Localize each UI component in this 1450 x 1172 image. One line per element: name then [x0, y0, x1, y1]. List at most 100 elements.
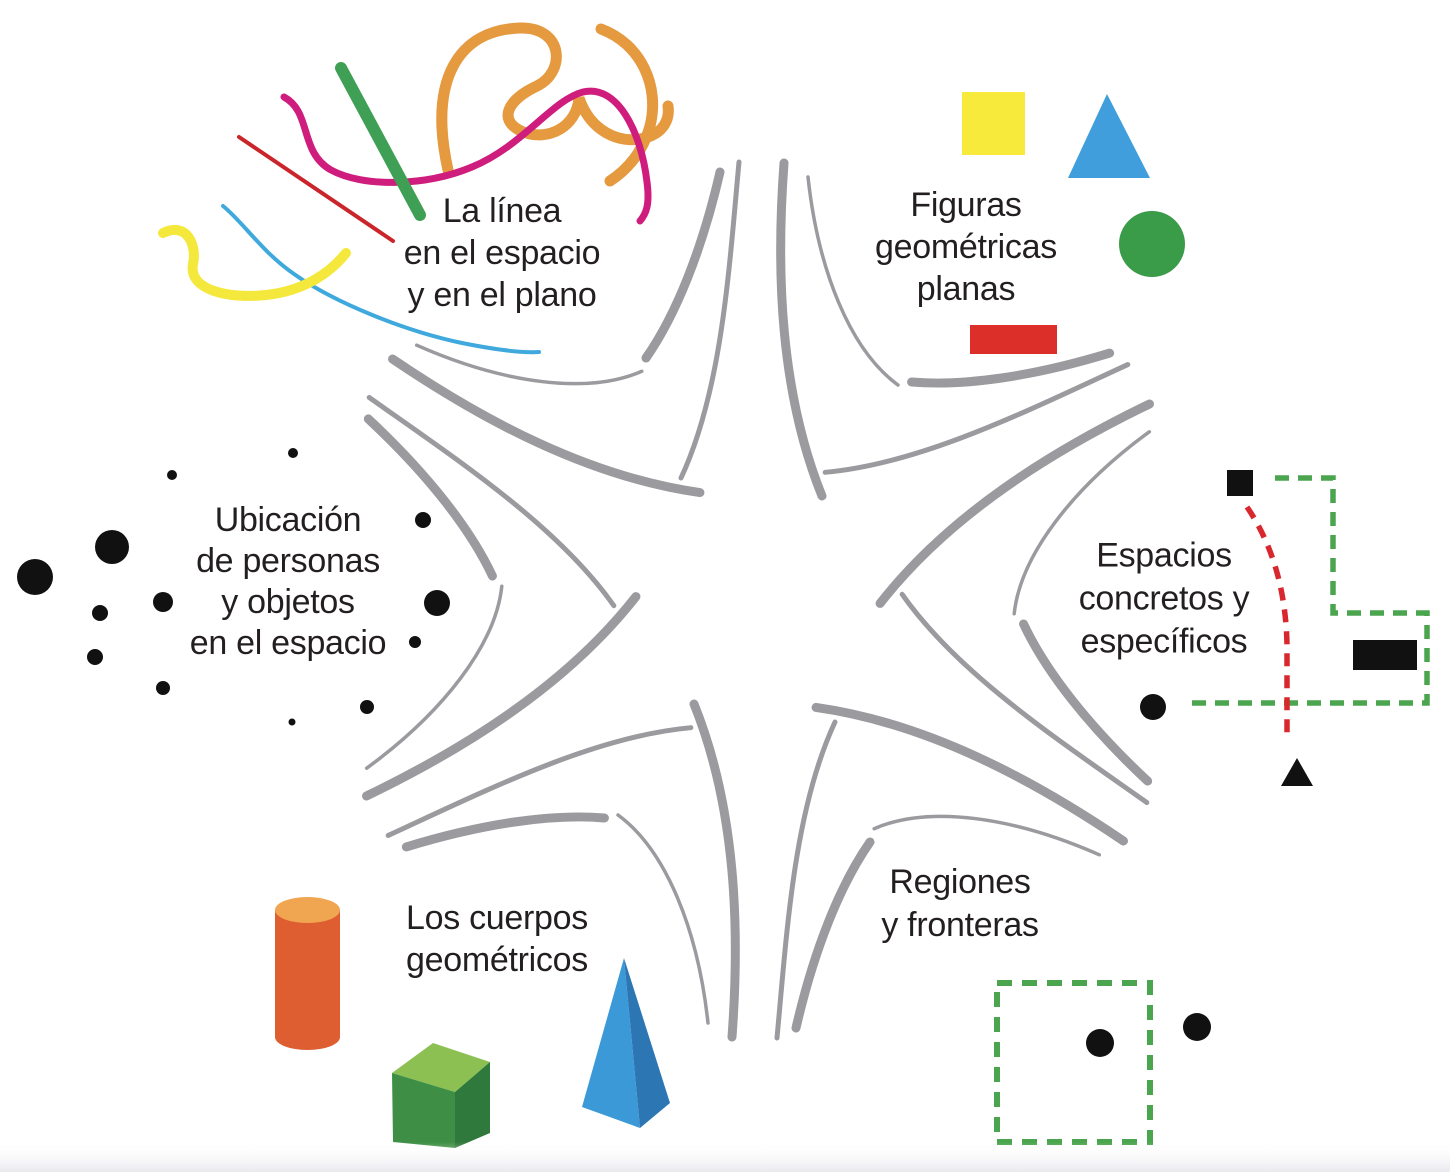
- star-stroke-thick: [641, 167, 725, 363]
- star-stroke-thick: [875, 399, 1154, 608]
- star-stroke-medium: [678, 159, 742, 481]
- green-circle-icon: [1119, 211, 1185, 277]
- black-dot-inside-icon: [1086, 1029, 1114, 1057]
- bottom-fade-strip: [0, 1142, 1450, 1172]
- cylinder-body: [275, 910, 340, 1050]
- star-stroke-thick: [811, 702, 1128, 846]
- star-stroke-thick: [1019, 619, 1153, 786]
- black-dot-icon: [153, 592, 173, 612]
- label-line: geométricos: [406, 941, 588, 979]
- star-arm-upper-right: [822, 348, 1154, 616]
- black-dot-icon: [360, 700, 374, 714]
- ubicacion-dots: [17, 448, 450, 726]
- green-straight-segment-icon: [335, 62, 426, 221]
- red-dashed-route-icon: [1244, 505, 1290, 741]
- star-arm-lower-right: [811, 591, 1153, 857]
- star-stroke-thick: [362, 592, 641, 801]
- la-linea-icons: [158, 22, 674, 355]
- star-stroke-thin: [616, 813, 710, 1025]
- blue-curved-line-icon: [221, 204, 541, 355]
- yellow-square-icon: [962, 92, 1025, 155]
- label-line: Los cuerpos: [406, 899, 588, 937]
- blue-triangle-icon: [1068, 94, 1150, 178]
- label-line: Regiones: [889, 863, 1031, 901]
- green-dashed-region-icon: [994, 980, 1153, 1145]
- green-cube-icon: [392, 1043, 490, 1148]
- star-stroke-thick: [401, 812, 609, 852]
- label-line: en el espacio: [403, 234, 601, 272]
- black-dot-icon: [409, 636, 421, 648]
- black-dot-icon: [288, 718, 296, 726]
- green-dashed-route-icon: [1185, 475, 1430, 706]
- label-line: concretos y: [1078, 579, 1250, 618]
- topic-label-la-linea: La línea en el espacio y en el plano: [403, 190, 601, 316]
- black-dot-icon: [92, 605, 108, 621]
- label-line: La línea: [442, 192, 562, 230]
- star-stroke-medium: [822, 362, 1131, 475]
- black-dot-outside-icon: [1183, 1013, 1211, 1041]
- label-line: y en el plano: [407, 276, 597, 314]
- black-triangle-icon: [1281, 758, 1313, 786]
- label-line: de personas: [196, 542, 380, 580]
- star-stroke-thin: [364, 584, 504, 770]
- blue-pyramid-icon: [582, 958, 670, 1128]
- black-dot-icon: [415, 512, 431, 528]
- label-line: y objetos: [221, 583, 355, 621]
- espacios-icons: [1140, 470, 1430, 786]
- label-line: Figuras: [910, 186, 1022, 224]
- cuerpos-icons: [275, 897, 670, 1148]
- star-arm-lower-left: [362, 584, 694, 852]
- regiones-icons: [994, 980, 1211, 1145]
- star-stroke-thin: [414, 343, 644, 386]
- cube-top-face: [392, 1043, 490, 1092]
- center-star: [362, 158, 1154, 1042]
- figuras-icons: [962, 92, 1185, 354]
- star-stroke-thick: [689, 699, 740, 1042]
- black-dot-icon: [156, 681, 170, 695]
- red-straight-segment-icon: [237, 135, 395, 243]
- topic-label-espacios-concretos: Espacios concretos y específicos: [1079, 535, 1250, 664]
- label-line: específicos: [1080, 622, 1248, 661]
- cylinder-top: [275, 897, 340, 923]
- label-line: y fronteras: [881, 906, 1039, 944]
- topic-label-ubicacion: Ubicación de personas y objetos en el es…: [189, 500, 387, 664]
- star-stroke-thick: [907, 348, 1115, 388]
- black-dot-icon: [424, 590, 450, 616]
- star-stroke-medium: [899, 591, 1150, 806]
- black-dot-icon: [17, 559, 53, 595]
- orange-cylinder-icon: [275, 897, 340, 1050]
- star-arm-top: [641, 158, 900, 501]
- label-line: Ubicación: [214, 501, 362, 539]
- magenta-wavy-line-icon: [280, 87, 652, 225]
- pyramid-side-face: [624, 958, 670, 1128]
- black-square-icon: [1227, 470, 1253, 496]
- black-rectangle-icon: [1353, 640, 1417, 670]
- black-dot-icon: [1140, 694, 1166, 720]
- topic-label-regiones-fronteras: Regiones y fronteras: [881, 861, 1039, 947]
- black-dot-icon: [288, 448, 298, 458]
- orange-arc-line-icon: [595, 23, 659, 187]
- orange-squiggle-line-icon: [436, 22, 674, 176]
- star-arm-upper-left: [363, 343, 705, 609]
- yellow-wavy-line-icon: [158, 225, 351, 301]
- star-stroke-thin: [806, 175, 900, 387]
- pyramid-front-face: [582, 958, 640, 1128]
- star-stroke-thick: [776, 158, 827, 501]
- star-stroke-thin: [1012, 430, 1152, 616]
- label-line: Espacios: [1096, 536, 1232, 575]
- cube-left-face: [392, 1073, 455, 1148]
- star-stroke-thick: [791, 837, 875, 1033]
- topic-label-los-cuerpos: Los cuerpos geométricos: [406, 897, 588, 981]
- star-arm-bottom: [616, 699, 875, 1042]
- red-rectangle-icon: [970, 325, 1057, 354]
- label-line: geométricas: [875, 228, 1057, 266]
- black-dot-icon: [167, 470, 177, 480]
- black-dot-icon: [87, 649, 103, 665]
- star-stroke-medium: [366, 394, 617, 609]
- label-line: en el espacio: [189, 624, 387, 662]
- star-stroke-medium: [774, 719, 838, 1041]
- label-line: planas: [916, 270, 1016, 308]
- black-dot-icon: [95, 530, 129, 564]
